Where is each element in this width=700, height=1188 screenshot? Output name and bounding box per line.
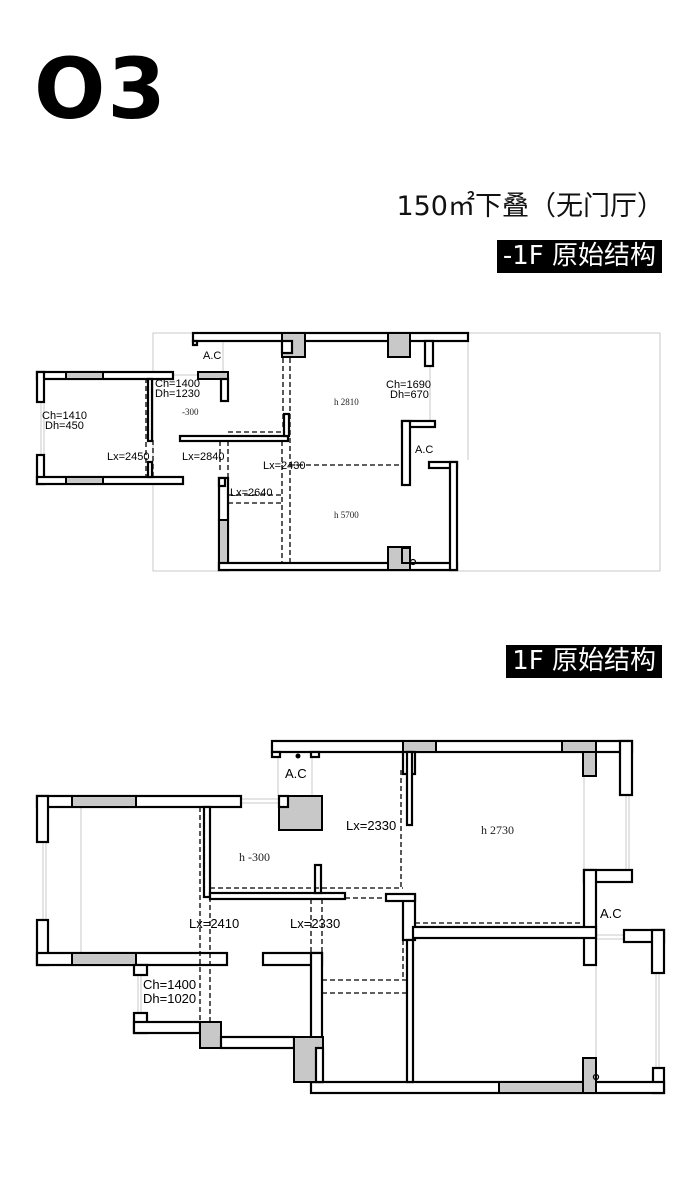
ac-label: A.C: [285, 766, 307, 781]
floor-tag-1f: 1F 原始结构: [506, 645, 662, 678]
window-size-label: Ch=1400: [155, 378, 200, 390]
section-number: O3: [34, 40, 168, 138]
window-size-label: Dh=1020: [143, 991, 196, 1006]
beam-label: Lx=2640: [230, 487, 273, 499]
floor-plan-b1: A.C A.C Ch=1400 Dh=1230 Ch=1410 Dh=450 C…: [35, 331, 661, 572]
beam-label: Lx=2450: [107, 451, 150, 463]
height-label: h 2730: [481, 823, 514, 837]
ac-label: A.C: [203, 350, 221, 362]
window-size-label: Ch=1400: [143, 977, 196, 992]
beam-label: Lx=2840: [182, 451, 225, 463]
beam-label: Lx=2430: [263, 460, 306, 472]
window-size-label: Dh=450: [45, 420, 84, 432]
window-size-label: Ch=1410: [42, 410, 87, 422]
height-label: h 2810: [334, 397, 359, 407]
window-size-label: Dh=1230: [155, 388, 200, 400]
height-label: h 5700: [334, 510, 359, 520]
floor-tag-b1: -1F 原始结构: [496, 240, 662, 273]
beam-label: Lx=2410: [189, 916, 239, 931]
height-label: -300: [182, 407, 199, 417]
ac-label: A.C: [600, 906, 622, 921]
floor-plan-1f: A.C A.C Ch=1400 Dh=1020 h -300 h 2730 Lx…: [35, 739, 666, 1095]
window-size-label: Ch=1690: [386, 379, 431, 391]
ac-label: A.C: [415, 444, 433, 456]
window-size-label: Dh=670: [390, 389, 429, 401]
beam-label: Lx=2330: [346, 818, 396, 833]
plan-subtitle: 150㎡下叠（无门厅）: [396, 191, 664, 222]
height-label: h -300: [239, 850, 270, 864]
beam-label: Lx=2330: [290, 916, 340, 931]
